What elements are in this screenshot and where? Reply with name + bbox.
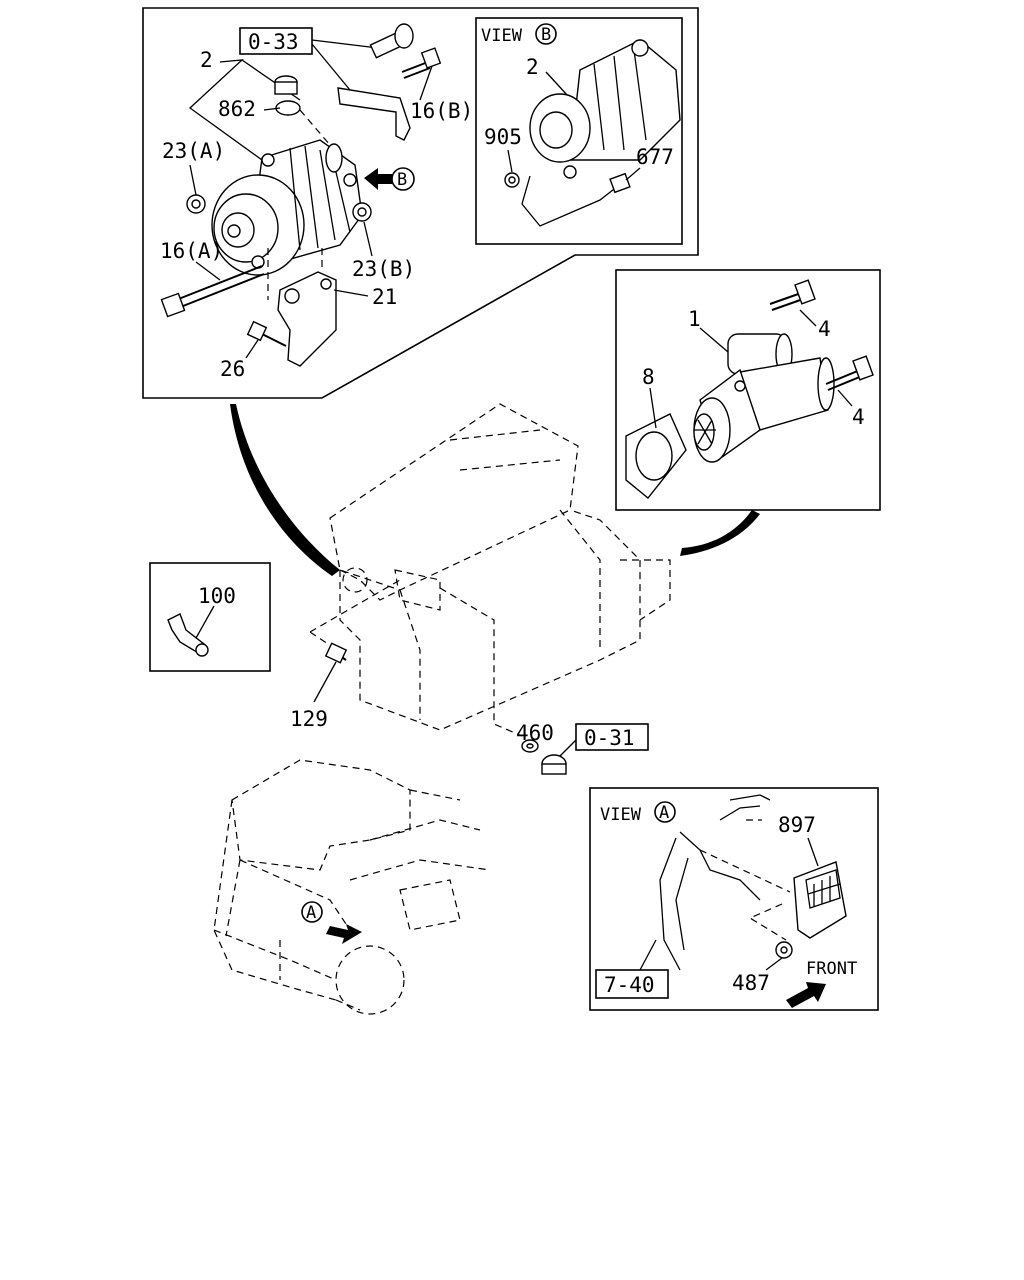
- bracket-bolt: [369, 23, 414, 59]
- label-23b: 23(B): [352, 257, 415, 281]
- front-arrow: [786, 982, 826, 1008]
- plug-0-31: [541, 754, 567, 775]
- view-b-panel: VIEW B 2 905 677: [475, 17, 683, 245]
- ref-box-0-31[interactable]: [575, 723, 649, 751]
- label-16b: 16(B): [410, 99, 473, 123]
- control-unit-897: [793, 861, 847, 939]
- label-487: 487: [732, 971, 770, 995]
- ref-label-0-31: 0-31: [584, 726, 635, 750]
- view-a-title: VIEW: [600, 805, 642, 825]
- label-677: 677: [636, 145, 674, 169]
- bolt-129: [324, 642, 348, 664]
- truck-view-a-letter: A: [306, 903, 316, 923]
- engine-block: [309, 403, 671, 737]
- wire-harness-677: [521, 175, 619, 227]
- alternator-detail-panel: 0-33 16(B) 2 862: [142, 7, 699, 399]
- adjusting-bracket: [337, 87, 411, 141]
- label-905: 905: [484, 125, 522, 149]
- bolt-26: [246, 320, 287, 347]
- bolt-4-upper: [769, 279, 816, 311]
- view-b-arrow: [364, 168, 392, 190]
- nut-23a: [186, 194, 206, 214]
- arrow-b-letter: B: [397, 170, 407, 190]
- label-16a: 16(A): [160, 239, 223, 263]
- ref-label-7-40: 7-40: [604, 973, 655, 997]
- label-21: 21: [372, 285, 397, 309]
- connector-arc-left: [230, 404, 340, 576]
- view-b-label-2: 2: [526, 55, 539, 79]
- clip-100-panel: 100: [149, 562, 271, 672]
- label-100: 100: [198, 584, 236, 608]
- bolt-16a: [160, 265, 265, 318]
- label-23a: 23(A): [162, 139, 225, 163]
- label-897: 897: [778, 813, 816, 837]
- label-8: 8: [642, 365, 655, 389]
- label-4-lower: 4: [852, 405, 865, 429]
- starter-panel: 1 4 4: [615, 269, 881, 511]
- starter-motor: [693, 333, 835, 463]
- label-26: 26: [220, 357, 245, 381]
- view-b-alternator: [529, 39, 681, 179]
- label-129: 129: [290, 707, 328, 731]
- bolt-16b: [401, 47, 442, 79]
- ref-box-0-33[interactable]: [239, 27, 313, 55]
- connector-arc-right: [680, 510, 760, 556]
- view-b-title: VIEW: [481, 26, 523, 46]
- view-a-letter: A: [659, 803, 669, 823]
- label-862: 862: [218, 97, 256, 121]
- nut-23b: [352, 202, 372, 222]
- cap-862: [274, 75, 301, 116]
- ref-box-7-40[interactable]: [595, 969, 669, 999]
- label-1: 1: [688, 307, 701, 331]
- ref-label-0-33: 0-33: [248, 30, 299, 54]
- truck-cab: A: [213, 759, 491, 1015]
- nut-487: [775, 941, 793, 959]
- alternator: [211, 139, 363, 276]
- label-4-upper: 4: [818, 317, 831, 341]
- bolt-4-lower: [825, 355, 874, 391]
- view-a-panel: VIEW A 897 487 FRONT 7-40: [589, 787, 879, 1011]
- truck-view-a-arrow: [326, 924, 362, 944]
- washer-460: [521, 739, 539, 753]
- label-2: 2: [200, 48, 213, 72]
- front-label: FRONT: [806, 959, 857, 979]
- nut-905: [504, 172, 520, 188]
- view-b-letter: B: [541, 25, 551, 45]
